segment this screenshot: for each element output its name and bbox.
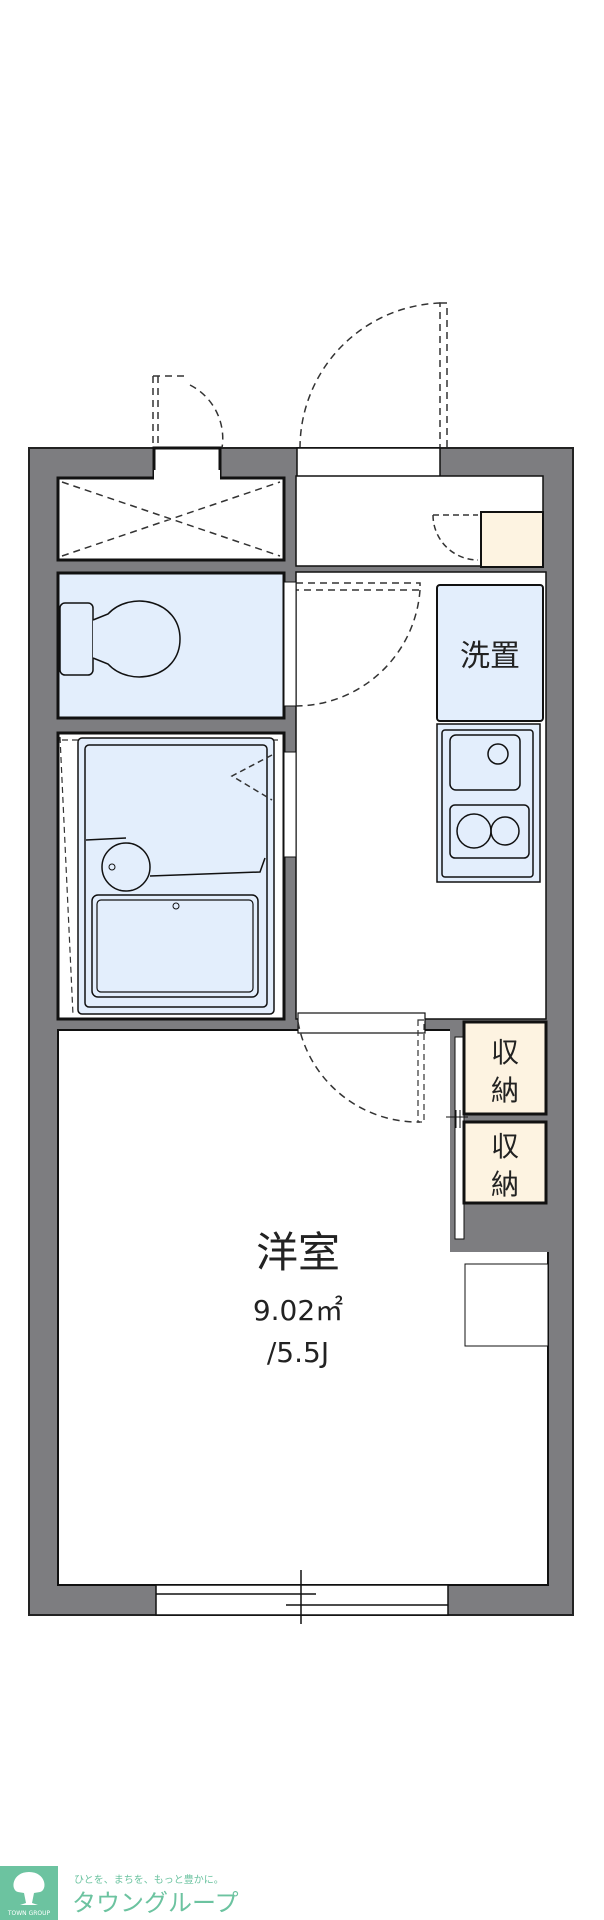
balcony-window	[155, 1570, 449, 1624]
storage-label: 納	[491, 1074, 519, 1107]
kitchen	[436, 723, 541, 883]
town-group-logo: TOWN GROUP ひとを、まちを、もっと豊かに。 タウングループ	[0, 1866, 239, 1920]
toilet-door-swing	[295, 582, 421, 707]
storage-label: 納	[491, 1168, 519, 1201]
tree-icon	[13, 1872, 45, 1905]
toilet-bowl	[92, 600, 181, 678]
logo-tagline: ひとを、まちを、もっと豊かに。	[74, 1873, 224, 1886]
stove	[449, 804, 530, 859]
logo-emblem-text: TOWN GROUP	[7, 1910, 51, 1917]
wash-basin	[101, 842, 151, 892]
toilet-tank	[59, 602, 94, 676]
entrance	[295, 447, 544, 568]
logo-name: タウングループ	[72, 1889, 239, 1917]
storage-closet-1: 収 納	[462, 1020, 548, 1116]
storage-label: 収	[491, 1130, 519, 1163]
washer-label: 洗置	[460, 639, 520, 674]
washer-space: 洗置	[436, 584, 544, 722]
room-area: 9.02㎡	[253, 1294, 343, 1327]
entrance-door-swing	[152, 302, 448, 449]
toilet-room	[56, 571, 297, 720]
bathroom	[56, 731, 297, 1021]
bathtub	[91, 894, 259, 998]
storage-label: 収	[491, 1036, 519, 1069]
storage-closet-2: 収 納	[462, 1120, 548, 1205]
closet-top	[56, 470, 286, 562]
shoe-box	[480, 511, 544, 568]
room-size-tatami: /5.5J	[267, 1336, 329, 1369]
sink	[449, 734, 521, 791]
room-name: 洋室	[256, 1228, 340, 1277]
